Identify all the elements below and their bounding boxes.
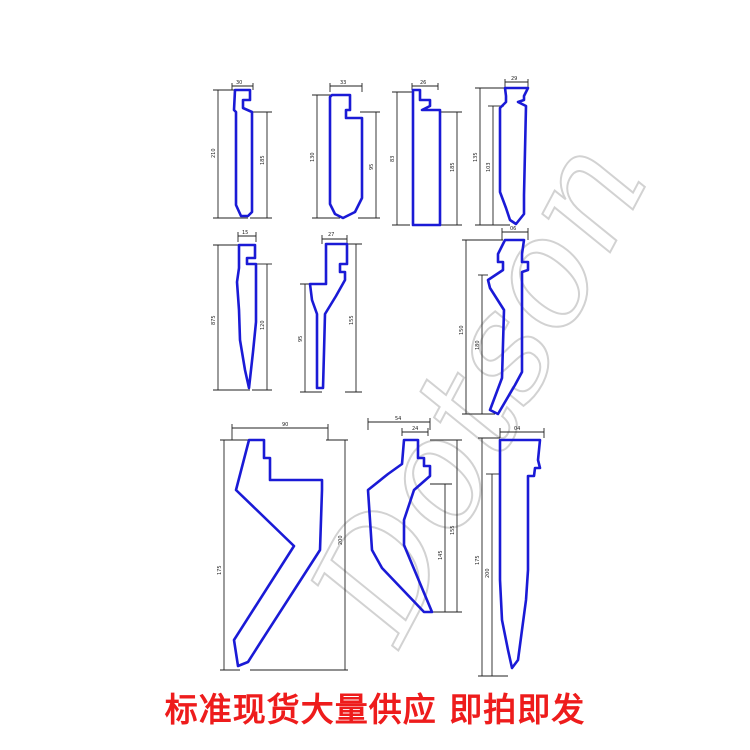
tool-9-right-dim: 155	[450, 525, 456, 535]
tool-profile-10: 04 175 200	[475, 426, 545, 677]
tool-profile-6: 27 95 155	[298, 232, 362, 393]
tool-profile-5: 15 875 120	[211, 230, 272, 391]
tool-6-right-dim: 155	[349, 315, 355, 325]
tool-4-right-dim: 103	[486, 162, 492, 172]
tool-5-left-dim: 875	[211, 315, 217, 325]
tool-2-left-dim: 130	[310, 152, 316, 162]
tool-6-left-dim: 95	[298, 336, 304, 342]
tool-7-top-dim: 06	[510, 226, 516, 232]
tool-10-right-dim: 200	[485, 568, 491, 578]
tool-1-top-dim: 30	[236, 80, 242, 86]
tool-profile-4: 29 135 103	[473, 76, 530, 226]
tool-1-right-dim: 185	[260, 155, 266, 165]
tool-4-top-dim: 29	[511, 76, 517, 82]
tool-9-top-dim-2: 24	[412, 426, 418, 432]
tool-3-top-dim: 26	[420, 80, 426, 86]
tool-6-top-dim: 27	[328, 232, 334, 238]
tool-3-right-dim: 185	[450, 162, 456, 172]
tool-8-left-dim: 175	[217, 565, 223, 575]
tool-9-top-dim: 54	[395, 416, 401, 422]
tool-profile-3: 26 83 185	[390, 80, 462, 227]
tool-8-top-dim: 90	[282, 422, 288, 428]
tool-8-right-dim: 200	[338, 535, 344, 545]
tool-7-left-dim: 150	[459, 325, 465, 335]
tool-3-left-dim: 83	[390, 156, 396, 162]
tool-5-top-dim: 15	[242, 230, 248, 236]
tool-1-left-dim: 210	[211, 148, 217, 158]
watermark-text: Dotson	[276, 112, 682, 668]
tool-profile-2: 33 130 95	[310, 80, 380, 220]
tool-5-right-dim: 120	[260, 320, 266, 330]
tool-10-left-dim: 175	[475, 555, 481, 565]
promo-caption: 标准现货大量供应 即拍即发	[164, 690, 586, 729]
tool-profile-8: 90 175 200	[217, 422, 348, 671]
tool-2-top-dim: 33	[340, 80, 346, 86]
tool-profile-7: 06 150 180	[459, 226, 530, 416]
tool-4-left-dim: 135	[473, 152, 479, 162]
tool-10-top-dim: 04	[514, 426, 520, 432]
tool-2-right-dim: 95	[369, 164, 375, 170]
tool-9-left-dim: 145	[438, 550, 444, 560]
tool-profile-1: 30 210 185	[211, 80, 272, 219]
tool-profile-9: 54 24 145 155	[366, 416, 462, 614]
tool-7-right-dim: 180	[475, 340, 481, 350]
